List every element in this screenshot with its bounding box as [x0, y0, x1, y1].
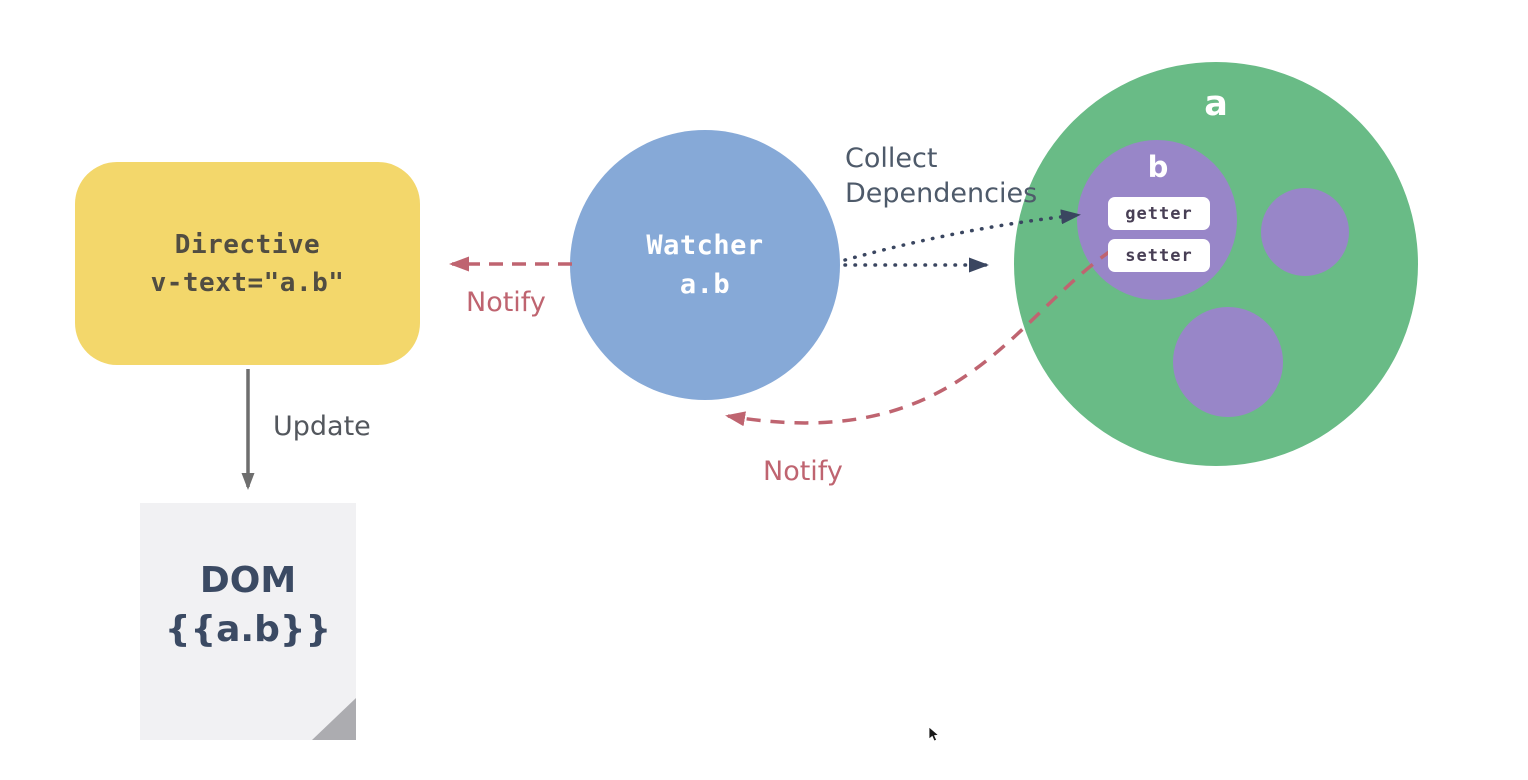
property-circle-large [1173, 307, 1283, 417]
notify-label-bottom: Notify [763, 456, 843, 487]
collect-dependencies-label: Collect Dependencies [845, 141, 1037, 211]
data-object-label: a [1204, 84, 1228, 124]
watcher-circle: Watcher a.b [570, 130, 840, 400]
directive-box: Directive v-text="a.b" [75, 162, 420, 365]
getter-box: getter [1108, 197, 1210, 230]
update-label: Update [273, 411, 371, 442]
getter-label: getter [1125, 203, 1193, 224]
property-b-label: b [1147, 150, 1169, 184]
watcher-expression: a.b [679, 269, 731, 300]
mouse-cursor-icon [928, 726, 940, 742]
collect-label-line2: Dependencies [845, 178, 1038, 209]
property-circle-small [1261, 188, 1349, 276]
dom-title: DOM [199, 560, 297, 601]
watcher-title: Watcher [646, 230, 764, 261]
collect-label-line1: Collect [845, 143, 938, 174]
directive-title: Directive [174, 229, 321, 260]
dom-document-folded-corner-icon [312, 698, 356, 740]
notify-label-left: Notify [466, 287, 546, 318]
setter-box: setter [1108, 239, 1210, 272]
dom-text: DOM {{a.b}} [140, 556, 356, 654]
setter-label: setter [1125, 245, 1193, 266]
directive-expression: v-text="a.b" [150, 267, 345, 298]
dom-expression: {{a.b}} [164, 609, 332, 650]
